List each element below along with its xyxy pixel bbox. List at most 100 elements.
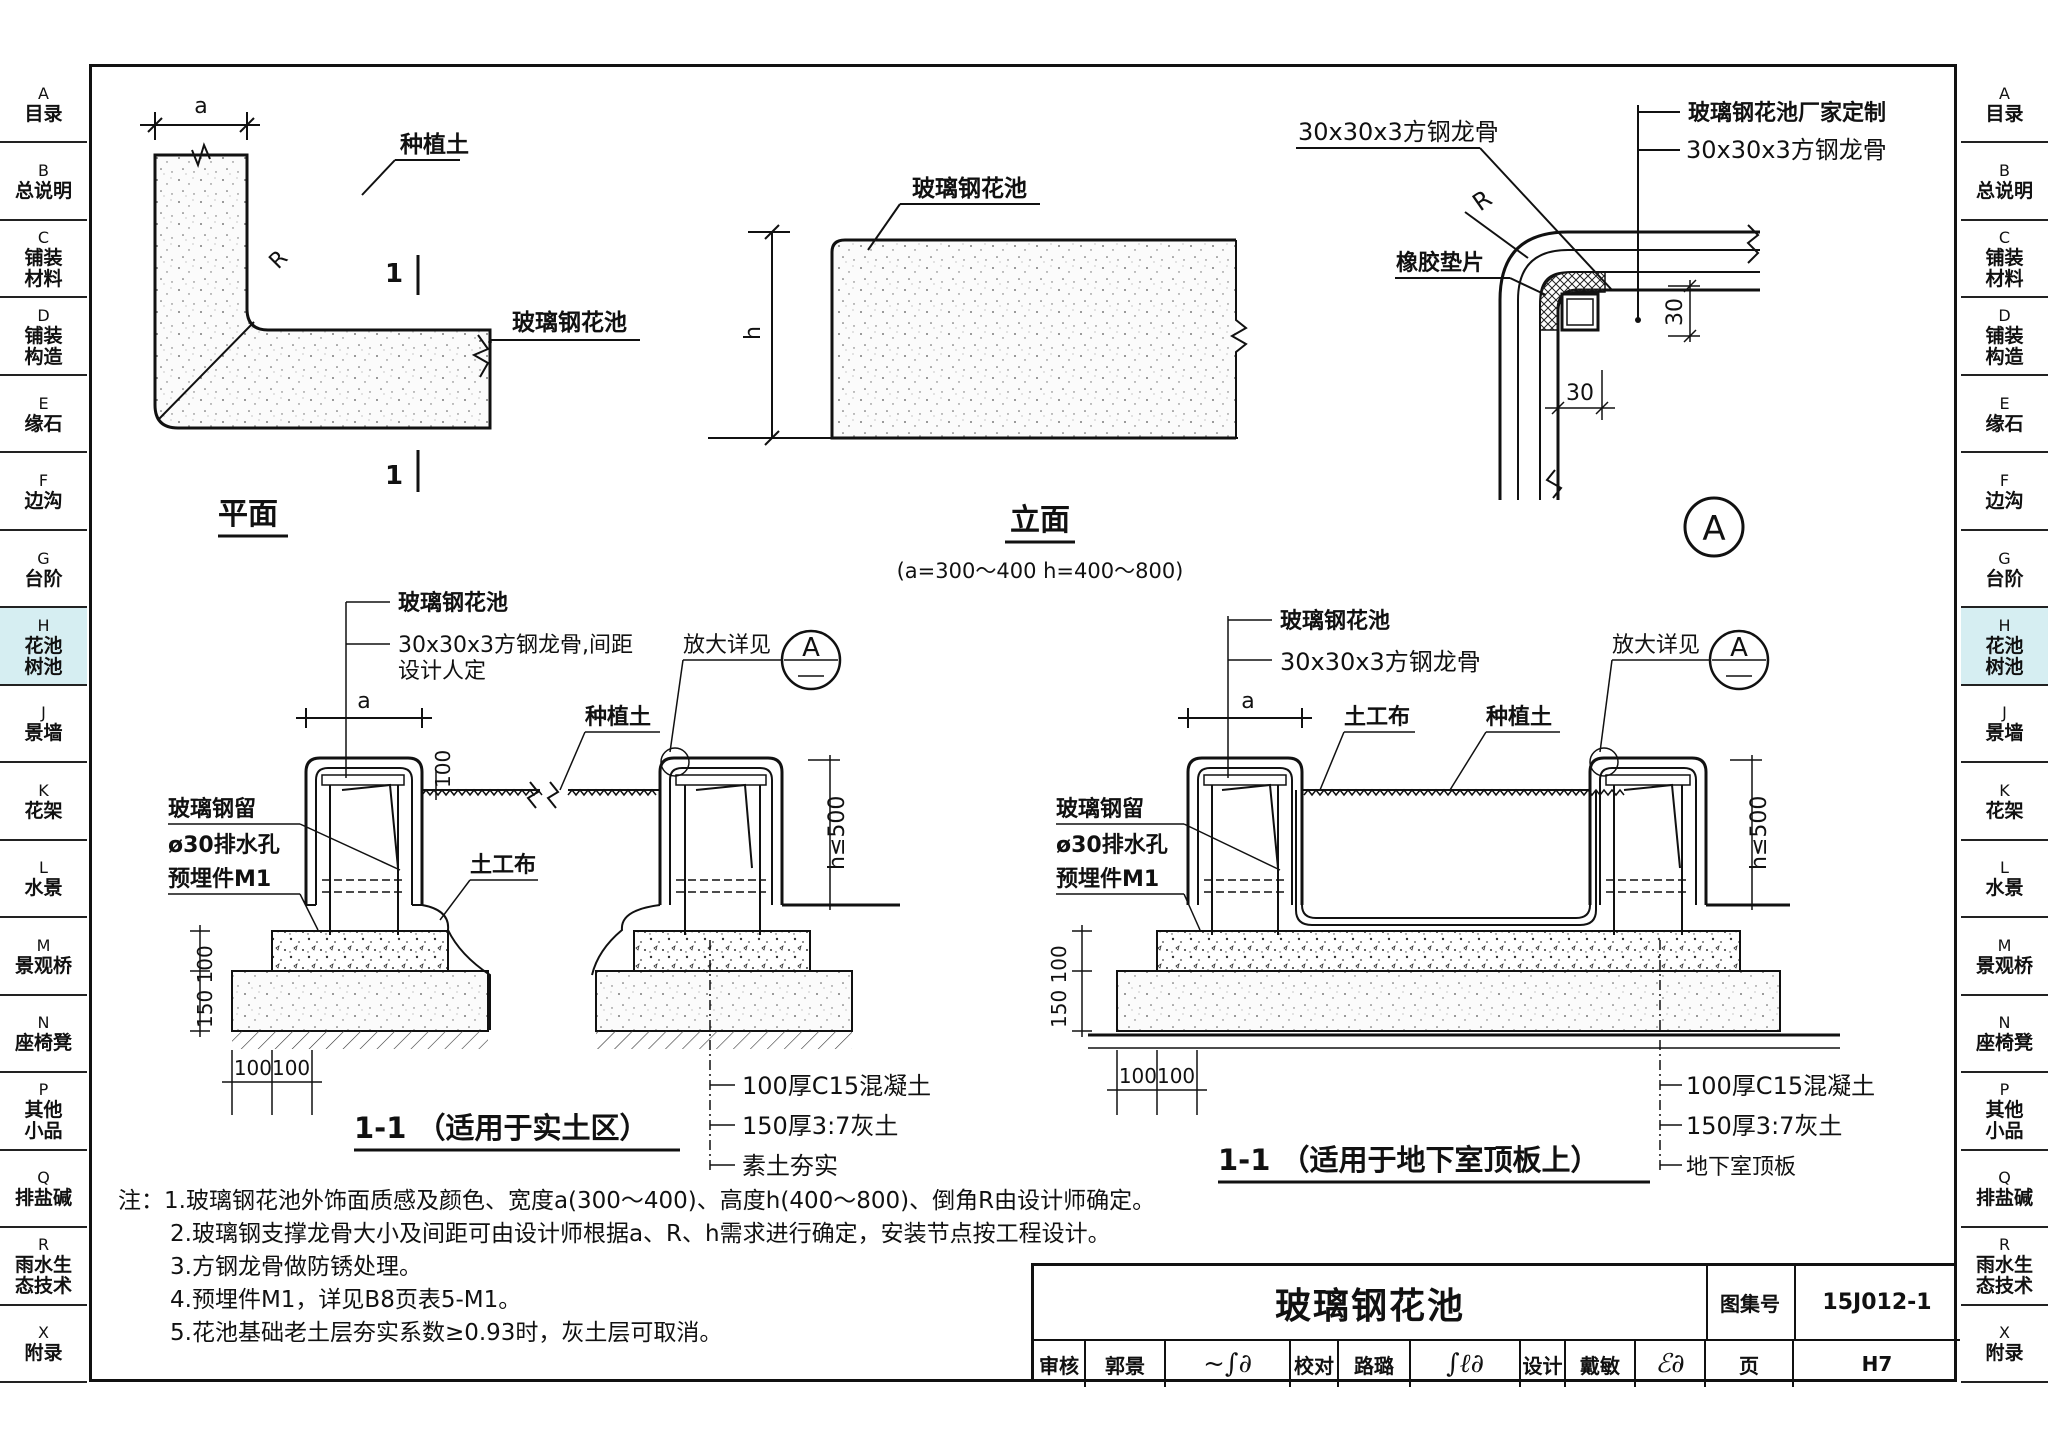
sidebar-tab-label: 目录 bbox=[1985, 102, 2024, 125]
section-left-title: 1-1 （适用于实土区） bbox=[354, 1111, 649, 1145]
plan-corner-line bbox=[157, 321, 255, 421]
sidebar-tab-label: 边沟 bbox=[24, 490, 63, 513]
atlas-label: 图集号 bbox=[1706, 1266, 1796, 1339]
designer-signature: ℰ∂ bbox=[1636, 1341, 1706, 1387]
sidebar-tab-letter: L bbox=[39, 858, 48, 878]
section-left-label-soil: 种植土 bbox=[585, 704, 651, 730]
section-right-lime-soil bbox=[1116, 970, 1781, 1032]
sidebar-tab-label: 构造 bbox=[24, 345, 63, 368]
sidebar-tab-letter: K bbox=[1999, 780, 2010, 800]
sidebar-tab-label: 水景 bbox=[24, 877, 63, 900]
sidebar-tab-letter: Q bbox=[37, 1168, 50, 1188]
sidebar-tab-label: 构造 bbox=[1985, 345, 2024, 368]
section-right-title: 1-1 （适用于地下室顶板上） bbox=[1218, 1143, 1600, 1177]
sidebar-tab-letter: R bbox=[37, 1235, 50, 1255]
sidebar-tab-label: 总说明 bbox=[14, 180, 72, 203]
sidebar-tab-letter: B bbox=[38, 161, 49, 181]
sidebar-tab-label: 花池 bbox=[1985, 634, 2024, 657]
notes-block: 注：1.玻璃钢花池外饰面质感及颜色、宽度a(300～400)、高度h(400～8… bbox=[118, 1185, 1155, 1350]
sidebar-tab-label: 树池 bbox=[1985, 655, 2024, 678]
sidebar-tab-label: 铺装 bbox=[1985, 324, 2024, 347]
detail-steel-tube bbox=[1560, 292, 1600, 332]
check-label: 校对 bbox=[1291, 1341, 1339, 1387]
sidebar-tab-letter: J bbox=[41, 703, 46, 723]
sidebar-tab-label: 雨水生 bbox=[14, 1254, 72, 1277]
section-left-label-keel: 30x30x3方钢龙骨,间距 bbox=[398, 633, 633, 658]
sidebar-tab-letter: M bbox=[36, 935, 51, 955]
elevation-label-frp: 玻璃钢花池 bbox=[912, 175, 1027, 202]
elevation-subtitle: (a=300～400 h=400～800) bbox=[897, 559, 1184, 583]
review-label: 审核 bbox=[1034, 1341, 1086, 1387]
sidebar-tab-letter: M bbox=[1997, 935, 2012, 955]
reviewer-name: 郭景 bbox=[1086, 1341, 1166, 1387]
sidebar-tab-letter: N bbox=[37, 1013, 50, 1033]
section-left-label-zoom: 放大详见 bbox=[683, 633, 771, 658]
section-left-label-frp: 玻璃钢花池 bbox=[398, 590, 508, 616]
sidebar-tab-letter: X bbox=[1999, 1323, 2010, 1343]
detail-label-keel-right: 30x30x3方钢龙骨 bbox=[1686, 136, 1887, 164]
section-left-label-hole-2: ø30排水孔 bbox=[168, 833, 280, 858]
detail-marker-letter: A bbox=[1702, 509, 1725, 549]
sidebar-tab-label: 附录 bbox=[1985, 1342, 2024, 1365]
section-right-label-soil: 种植土 bbox=[1486, 704, 1552, 730]
section-right-view: a 玻璃钢花池 30x30x3方钢龙骨 放大详见 A 土工布 种植土 玻璃钢留 … bbox=[1047, 608, 1875, 1184]
sidebar-tab-label: 排盐碱 bbox=[14, 1187, 72, 1210]
page-number: H7 bbox=[1861, 1352, 1893, 1376]
plan-label-frp: 玻璃钢花池 bbox=[512, 309, 627, 336]
detail-label-keel-left: 30x30x3方钢龙骨 bbox=[1298, 118, 1499, 146]
section-left-dim-100-100: 100100 bbox=[234, 1056, 310, 1080]
section-right-label-frp: 玻璃钢花池 bbox=[1280, 608, 1390, 634]
section-left-layer-1: 100厚C15混凝土 bbox=[742, 1072, 931, 1100]
sidebar-tab-letter: B bbox=[1999, 161, 2010, 181]
sidebar-tab-label: 铺装 bbox=[24, 324, 63, 347]
section-left-label-geotextile: 土工布 bbox=[470, 852, 536, 878]
sidebar-tab-letter: Q bbox=[1998, 1168, 2011, 1188]
sidebar-tab-letter: H bbox=[1998, 615, 2011, 635]
sidebar-tab-label: 其他 bbox=[1985, 1099, 2024, 1122]
note-5: 5.花池基础老土层夯实系数≥0.93时，灰土层可取消。 bbox=[170, 1320, 723, 1346]
sidebar-tab-label: 花架 bbox=[1985, 799, 2024, 822]
sidebar-tab-letter: G bbox=[1998, 548, 2011, 568]
section-left-dim-a: a bbox=[357, 689, 370, 714]
section-left-dim-100: 100 bbox=[431, 750, 455, 788]
sidebar-tab-label: 附录 bbox=[24, 1342, 63, 1365]
sidebar-tab-label: 小品 bbox=[24, 1120, 63, 1143]
sidebar-tab-label: 台阶 bbox=[1985, 567, 2024, 590]
note-1: 注：1.玻璃钢花池外饰面质感及颜色、宽度a(300～400)、高度h(400～8… bbox=[118, 1188, 1156, 1214]
section-left-label-hole-1: 玻璃钢留 bbox=[168, 796, 256, 822]
